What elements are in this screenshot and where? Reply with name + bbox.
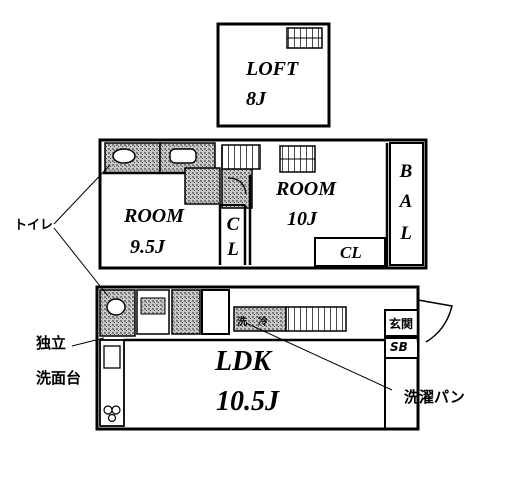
shoe-box-label: SB — [390, 340, 408, 354]
balcony-label-b: B — [399, 161, 413, 182]
upper-floor — [98, 138, 428, 270]
balcony-label-a: A — [399, 191, 413, 212]
closet2-label: CL — [340, 243, 362, 262]
loft-size-label: 8J — [246, 88, 266, 110]
room2-name-label: ROOM — [276, 178, 337, 200]
vanity-callout-line1: 独立 — [36, 334, 67, 352]
closet1-label-l: L — [227, 239, 239, 260]
callout-lines — [53, 164, 393, 391]
room2-size-label: 10J — [287, 208, 317, 230]
ldk-size-label: 10.5J — [216, 386, 279, 417]
toilet-callout: トイレ — [14, 218, 54, 233]
loft-name-label: LOFT — [246, 58, 299, 80]
closet1-label-c: C — [226, 214, 240, 235]
vanity-callout-line2: 洗面台 — [36, 369, 82, 387]
fridge-label: 冷 — [258, 317, 268, 328]
washer-label: 洗 — [237, 317, 247, 328]
balcony-label-l: L — [400, 223, 412, 244]
loft-area — [216, 22, 331, 128]
room1-name-label: ROOM — [124, 205, 185, 227]
room1-size-label: 9.5J — [130, 236, 165, 258]
ldk-name-label: LDK — [215, 346, 271, 377]
lower-floor — [95, 285, 453, 431]
laundry-pan-callout: 洗濯パン — [404, 388, 465, 406]
entrance-label: 玄関 — [389, 317, 414, 331]
